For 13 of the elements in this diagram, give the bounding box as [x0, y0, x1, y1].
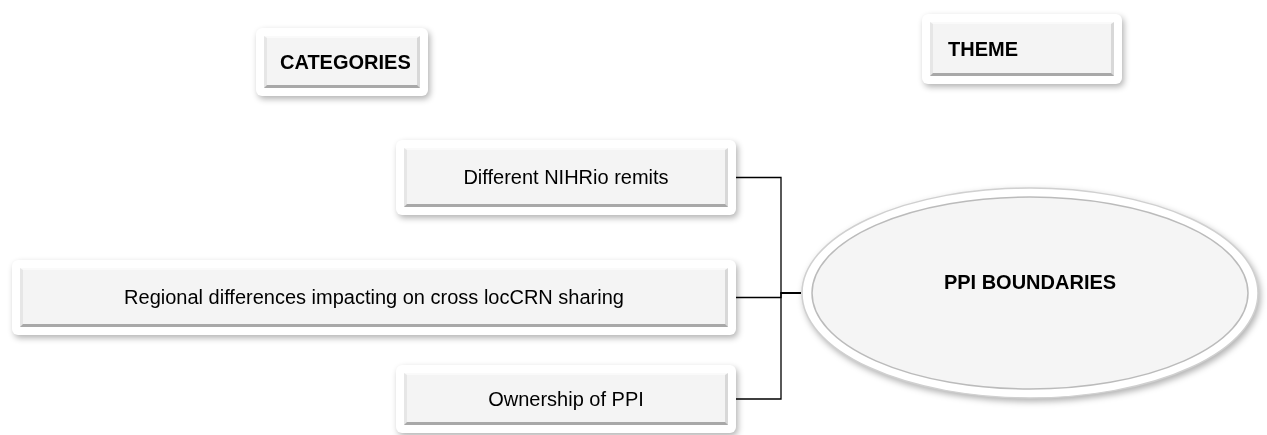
theme-label: PPI BOUNDARIES	[942, 270, 1118, 294]
theme-ellipse	[800, 186, 1260, 400]
heading-label: CATEGORIES	[280, 50, 411, 74]
category-box	[396, 140, 736, 215]
category-box	[396, 365, 736, 433]
category-label: Ownership of PPI	[488, 387, 644, 411]
category-box	[12, 260, 736, 335]
category-label: Regional differences impacting on cross locCRN sharing	[124, 286, 624, 309]
category-label: Different NIHRio remits	[463, 166, 669, 189]
connector-line	[735, 292, 802, 400]
heading-label: THEME	[948, 37, 1018, 61]
heading-box	[922, 14, 1122, 84]
heading-box	[256, 28, 428, 96]
